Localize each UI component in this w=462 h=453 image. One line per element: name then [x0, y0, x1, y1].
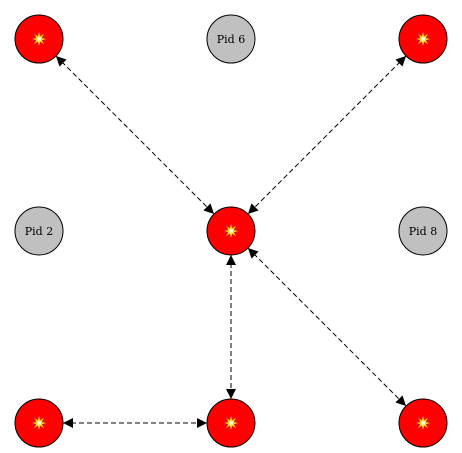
node-top-right[interactable]	[398, 14, 448, 64]
node-top-left[interactable]	[14, 14, 64, 64]
explosion-icon	[224, 224, 238, 238]
edge-top-right-center	[247, 55, 407, 215]
node-pid-8[interactable]: Pid 8	[398, 206, 448, 256]
explosion-icon	[416, 416, 430, 430]
node-circle	[206, 14, 256, 64]
node-label: Pid 8	[409, 225, 437, 238]
node-circle	[14, 206, 64, 256]
node-center[interactable]	[206, 206, 256, 256]
node-circle	[398, 206, 448, 256]
node-label: Pid 2	[25, 225, 53, 238]
explosion-icon	[224, 416, 238, 430]
nodes-layer: Pid 6 Pid 2 Pid 8	[14, 14, 448, 448]
explosion-icon	[32, 32, 46, 46]
node-bottom-center[interactable]	[206, 398, 256, 448]
node-bottom-right[interactable]	[398, 398, 448, 448]
node-bottom-left[interactable]	[14, 398, 64, 448]
node-label: Pid 6	[217, 33, 245, 46]
node-pid-6[interactable]: Pid 6	[206, 14, 256, 64]
edge-top-left-center	[55, 55, 215, 215]
explosion-icon	[416, 32, 430, 46]
explosion-icon	[32, 416, 46, 430]
edge-center-bottom-right	[247, 247, 407, 407]
edges-layer	[55, 55, 407, 428]
node-pid-2[interactable]: Pid 2	[14, 206, 64, 256]
